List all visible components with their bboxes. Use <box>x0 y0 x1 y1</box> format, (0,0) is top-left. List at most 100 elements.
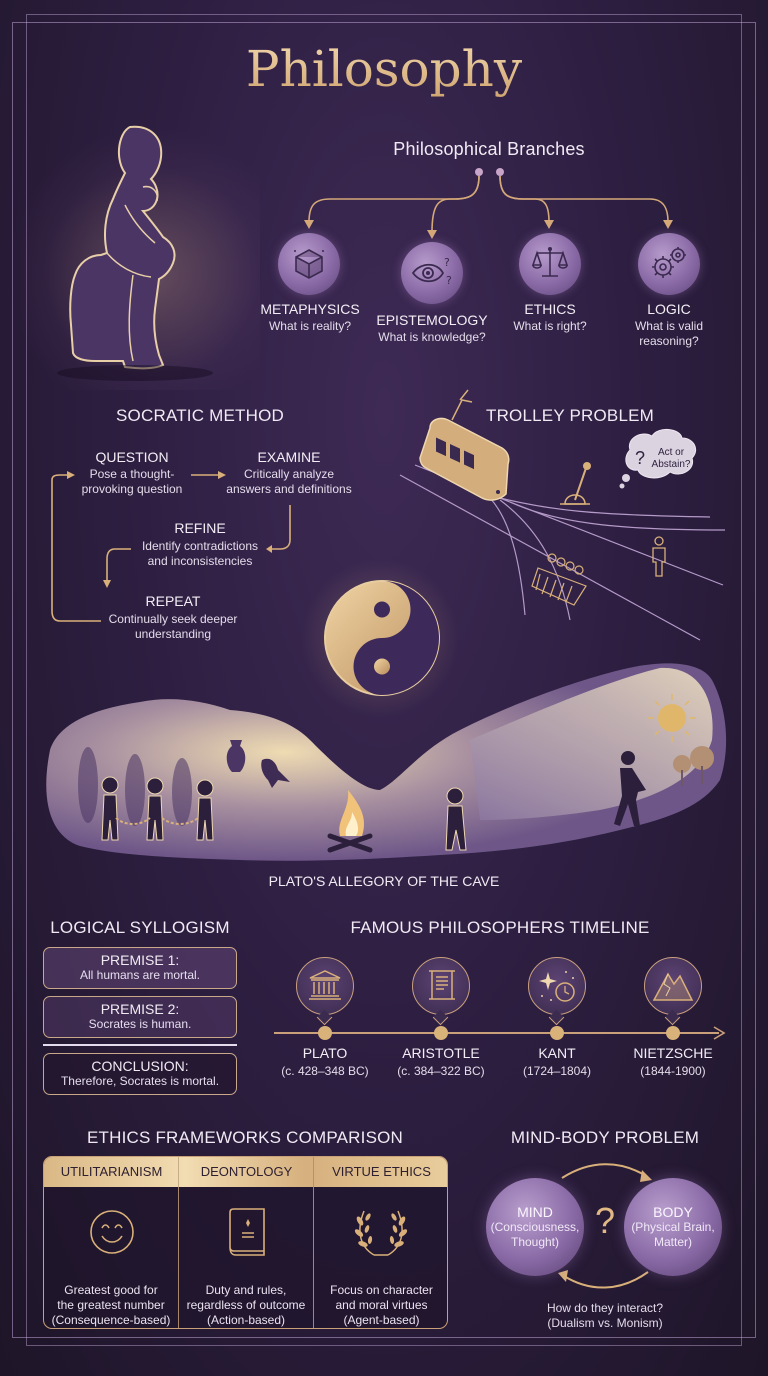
premise-1-box: PREMISE 1: All humans are mortal. <box>43 947 237 989</box>
ethics-col-deontology: Duty and rules,regardless of outcome(Act… <box>179 1187 314 1328</box>
mind-line1: (Consciousness, <box>490 1220 580 1234</box>
philosopher-name-plato: PLATO <box>302 1045 348 1061</box>
conclusion-label: CONCLUSION: <box>91 1058 189 1074</box>
body-line2: Matter) <box>653 1235 692 1249</box>
conclusion-box: CONCLUSION: Therefore, Socrates is morta… <box>43 1053 237 1095</box>
ethics-header-divider-2 <box>313 1157 314 1187</box>
timeline-axis <box>274 1032 719 1034</box>
nietzsche-pin <box>644 957 702 1015</box>
body-label: BODY <box>653 1204 693 1220</box>
socratic-step-examine: EXAMINE <box>257 449 321 465</box>
mountain-icon <box>652 972 694 1001</box>
epistemology-orb <box>401 242 463 304</box>
socratic-step-question: QUESTION <box>95 449 169 465</box>
timeline-arrowhead-icon <box>713 1026 726 1040</box>
campfire-icon <box>327 790 373 853</box>
prisoner-figures <box>101 776 214 841</box>
utilitarianism-line1: Greatest good for <box>64 1283 158 1297</box>
philosopher-name-kant: KANT <box>538 1045 576 1061</box>
nietzsche-dot <box>666 1026 680 1040</box>
escaping-figure <box>614 751 646 826</box>
premise-2-label: PREMISE 2: <box>100 1001 180 1017</box>
svg-text:?: ? <box>444 256 450 269</box>
thought-bubble-line2: Abstain? <box>651 459 691 470</box>
premise-1-text: All humans are mortal. <box>79 968 201 982</box>
socratic-step-question-line2: provoking question <box>81 482 183 496</box>
deontology-line3: (Action-based) <box>206 1313 286 1327</box>
deontology-line2: regardless of outcome <box>186 1298 306 1312</box>
premise-2-box: PREMISE 2: Socrates is human. <box>43 996 237 1038</box>
mindbody-cycle-arrows <box>558 1163 652 1289</box>
mindbody-caption-line2: (Dualism vs. Monism) <box>547 1316 663 1330</box>
utilitarianism-line2: the greatest number <box>57 1298 165 1312</box>
virtue-ethics-line1: Focus on character <box>330 1283 433 1297</box>
branch-label-epistemology: EPISTEMOLOGY <box>376 312 488 328</box>
plato-pin <box>296 957 354 1015</box>
philosopher-name-aristotle: ARISTOTLE <box>402 1045 480 1061</box>
philosopher-dates-kant: (1724–1804) <box>522 1064 592 1078</box>
single-person-icon <box>652 536 666 577</box>
body-orb: BODY (Physical Brain, Matter) <box>624 1178 722 1276</box>
syllogism-divider <box>43 1044 237 1046</box>
socratic-step-refine: REFINE <box>174 520 226 536</box>
socratic-step-question-line1: Pose a thought- <box>89 467 175 481</box>
amphora-icon <box>226 740 246 772</box>
philosopher-dates-nietzsche: (1844-1900) <box>640 1064 706 1078</box>
ethics-header-deontology: DEONTOLOGY <box>200 1164 293 1179</box>
socratic-cycle-arrows <box>51 471 291 622</box>
branch-question-logic-line1: What is valid <box>634 319 704 333</box>
sun-icon <box>648 694 696 742</box>
virtue-ethics-line3: (Agent-based) <box>343 1313 420 1327</box>
smiley-icon <box>90 1210 134 1254</box>
branch-question-epistemology: What is knowledge? <box>378 330 486 344</box>
thought-bubble-line1: Act or <box>657 447 685 458</box>
cave-caption: PLATO'S ALLEGORY OF THE CAVE <box>268 873 500 889</box>
aristotle-dot <box>434 1026 448 1040</box>
ethics-title: ETHICS FRAMEWORKS COMPARISON <box>86 1128 404 1147</box>
philosopher-dates-plato: (c. 428–348 BC) <box>281 1064 369 1078</box>
branches-connector-arrows <box>304 168 673 239</box>
body-line1: (Physical Brain, <box>631 1220 715 1234</box>
bird-shadow-icon <box>261 758 290 788</box>
philosopher-dates-aristotle: (c. 384–322 BC) <box>397 1064 485 1078</box>
allegory-of-the-cave-illustration <box>46 663 727 861</box>
lever-icon <box>560 462 591 505</box>
ethics-comparison-table: UTILITARIANISM DEONTOLOGY VIRTUE ETHICS … <box>43 1156 448 1329</box>
socratic-step-refine-line2: and inconsistencies <box>147 554 253 568</box>
trolley-title: TROLLEY PROBLEM <box>485 406 655 425</box>
branch-question-ethics: What is right? <box>513 319 587 333</box>
socratic-step-repeat: REPEAT <box>145 593 201 609</box>
scroll-icon <box>429 970 455 1000</box>
socratic-step-examine-line2: answers and definitions <box>226 482 352 496</box>
gears-icon <box>652 247 686 278</box>
stars-clock-icon <box>539 971 575 1002</box>
mind-line2: Thought) <box>510 1235 560 1249</box>
utilitarianism-line3: (Consequence-based) <box>51 1313 171 1327</box>
laurel-wreath-icon <box>354 1210 408 1256</box>
mindbody-question-mark: ? <box>594 1200 616 1241</box>
cube-icon <box>294 249 324 279</box>
premise-2-text: Socrates is human. <box>88 1017 192 1031</box>
page-title: Philosophy <box>0 40 768 98</box>
logic-orb <box>638 233 700 295</box>
socratic-step-repeat-line2: understanding <box>134 627 212 641</box>
plato-dot <box>318 1026 332 1040</box>
yin-yang-icon <box>324 580 440 696</box>
book-icon <box>229 1208 265 1256</box>
branch-label-metaphysics: METAPHYSICS <box>260 301 360 317</box>
ethics-header-utilitarianism: UTILITARIANISM <box>60 1164 163 1179</box>
socratic-step-repeat-line1: Continually seek deeper <box>108 612 238 626</box>
aristotle-pin <box>412 957 470 1015</box>
svg-text:?: ? <box>446 274 452 287</box>
thought-bubble-icon <box>619 429 697 489</box>
socratic-title: SOCRATIC METHOD <box>116 406 284 425</box>
conclusion-text: Therefore, Socrates is mortal. <box>60 1074 220 1088</box>
eye-question-icon: ? ? <box>411 256 452 287</box>
deontology-line1: Duty and rules, <box>205 1283 287 1297</box>
virtue-ethics-line2: and moral virtues <box>335 1298 428 1312</box>
kant-pin <box>528 957 586 1015</box>
temple-icon <box>309 970 341 1000</box>
syllogism-title: LOGICAL SYLLOGISM <box>50 918 230 937</box>
premise-1-label: PREMISE 1: <box>100 952 180 968</box>
mindbody-caption-line1: How do they interact? <box>546 1301 664 1315</box>
